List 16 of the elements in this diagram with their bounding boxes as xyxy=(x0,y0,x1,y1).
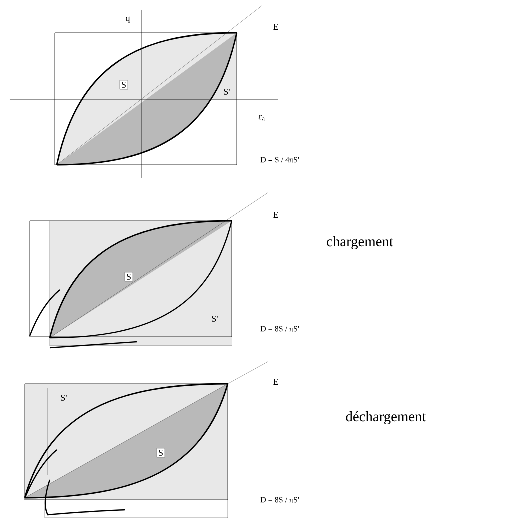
caption-text: déchargement xyxy=(346,411,426,425)
line-label: E xyxy=(274,24,278,30)
line-label: E xyxy=(274,212,278,218)
line-label: E xyxy=(274,379,278,385)
axis-label: q xyxy=(126,16,130,24)
formula: D = S / 4πS' xyxy=(260,157,300,163)
formula: D = 8S / πS' xyxy=(260,497,300,503)
area-label: S' xyxy=(212,316,218,322)
area-label: S' xyxy=(224,88,230,96)
area-label: S' xyxy=(61,394,67,402)
caption-text: chargement xyxy=(327,236,394,250)
axis-label: ε$_{a}$ xyxy=(258,115,265,121)
formula: D = 8S / πS' xyxy=(260,326,300,332)
area-label: S xyxy=(124,272,134,282)
area-label: S xyxy=(156,448,166,458)
area-label: S xyxy=(120,80,128,90)
